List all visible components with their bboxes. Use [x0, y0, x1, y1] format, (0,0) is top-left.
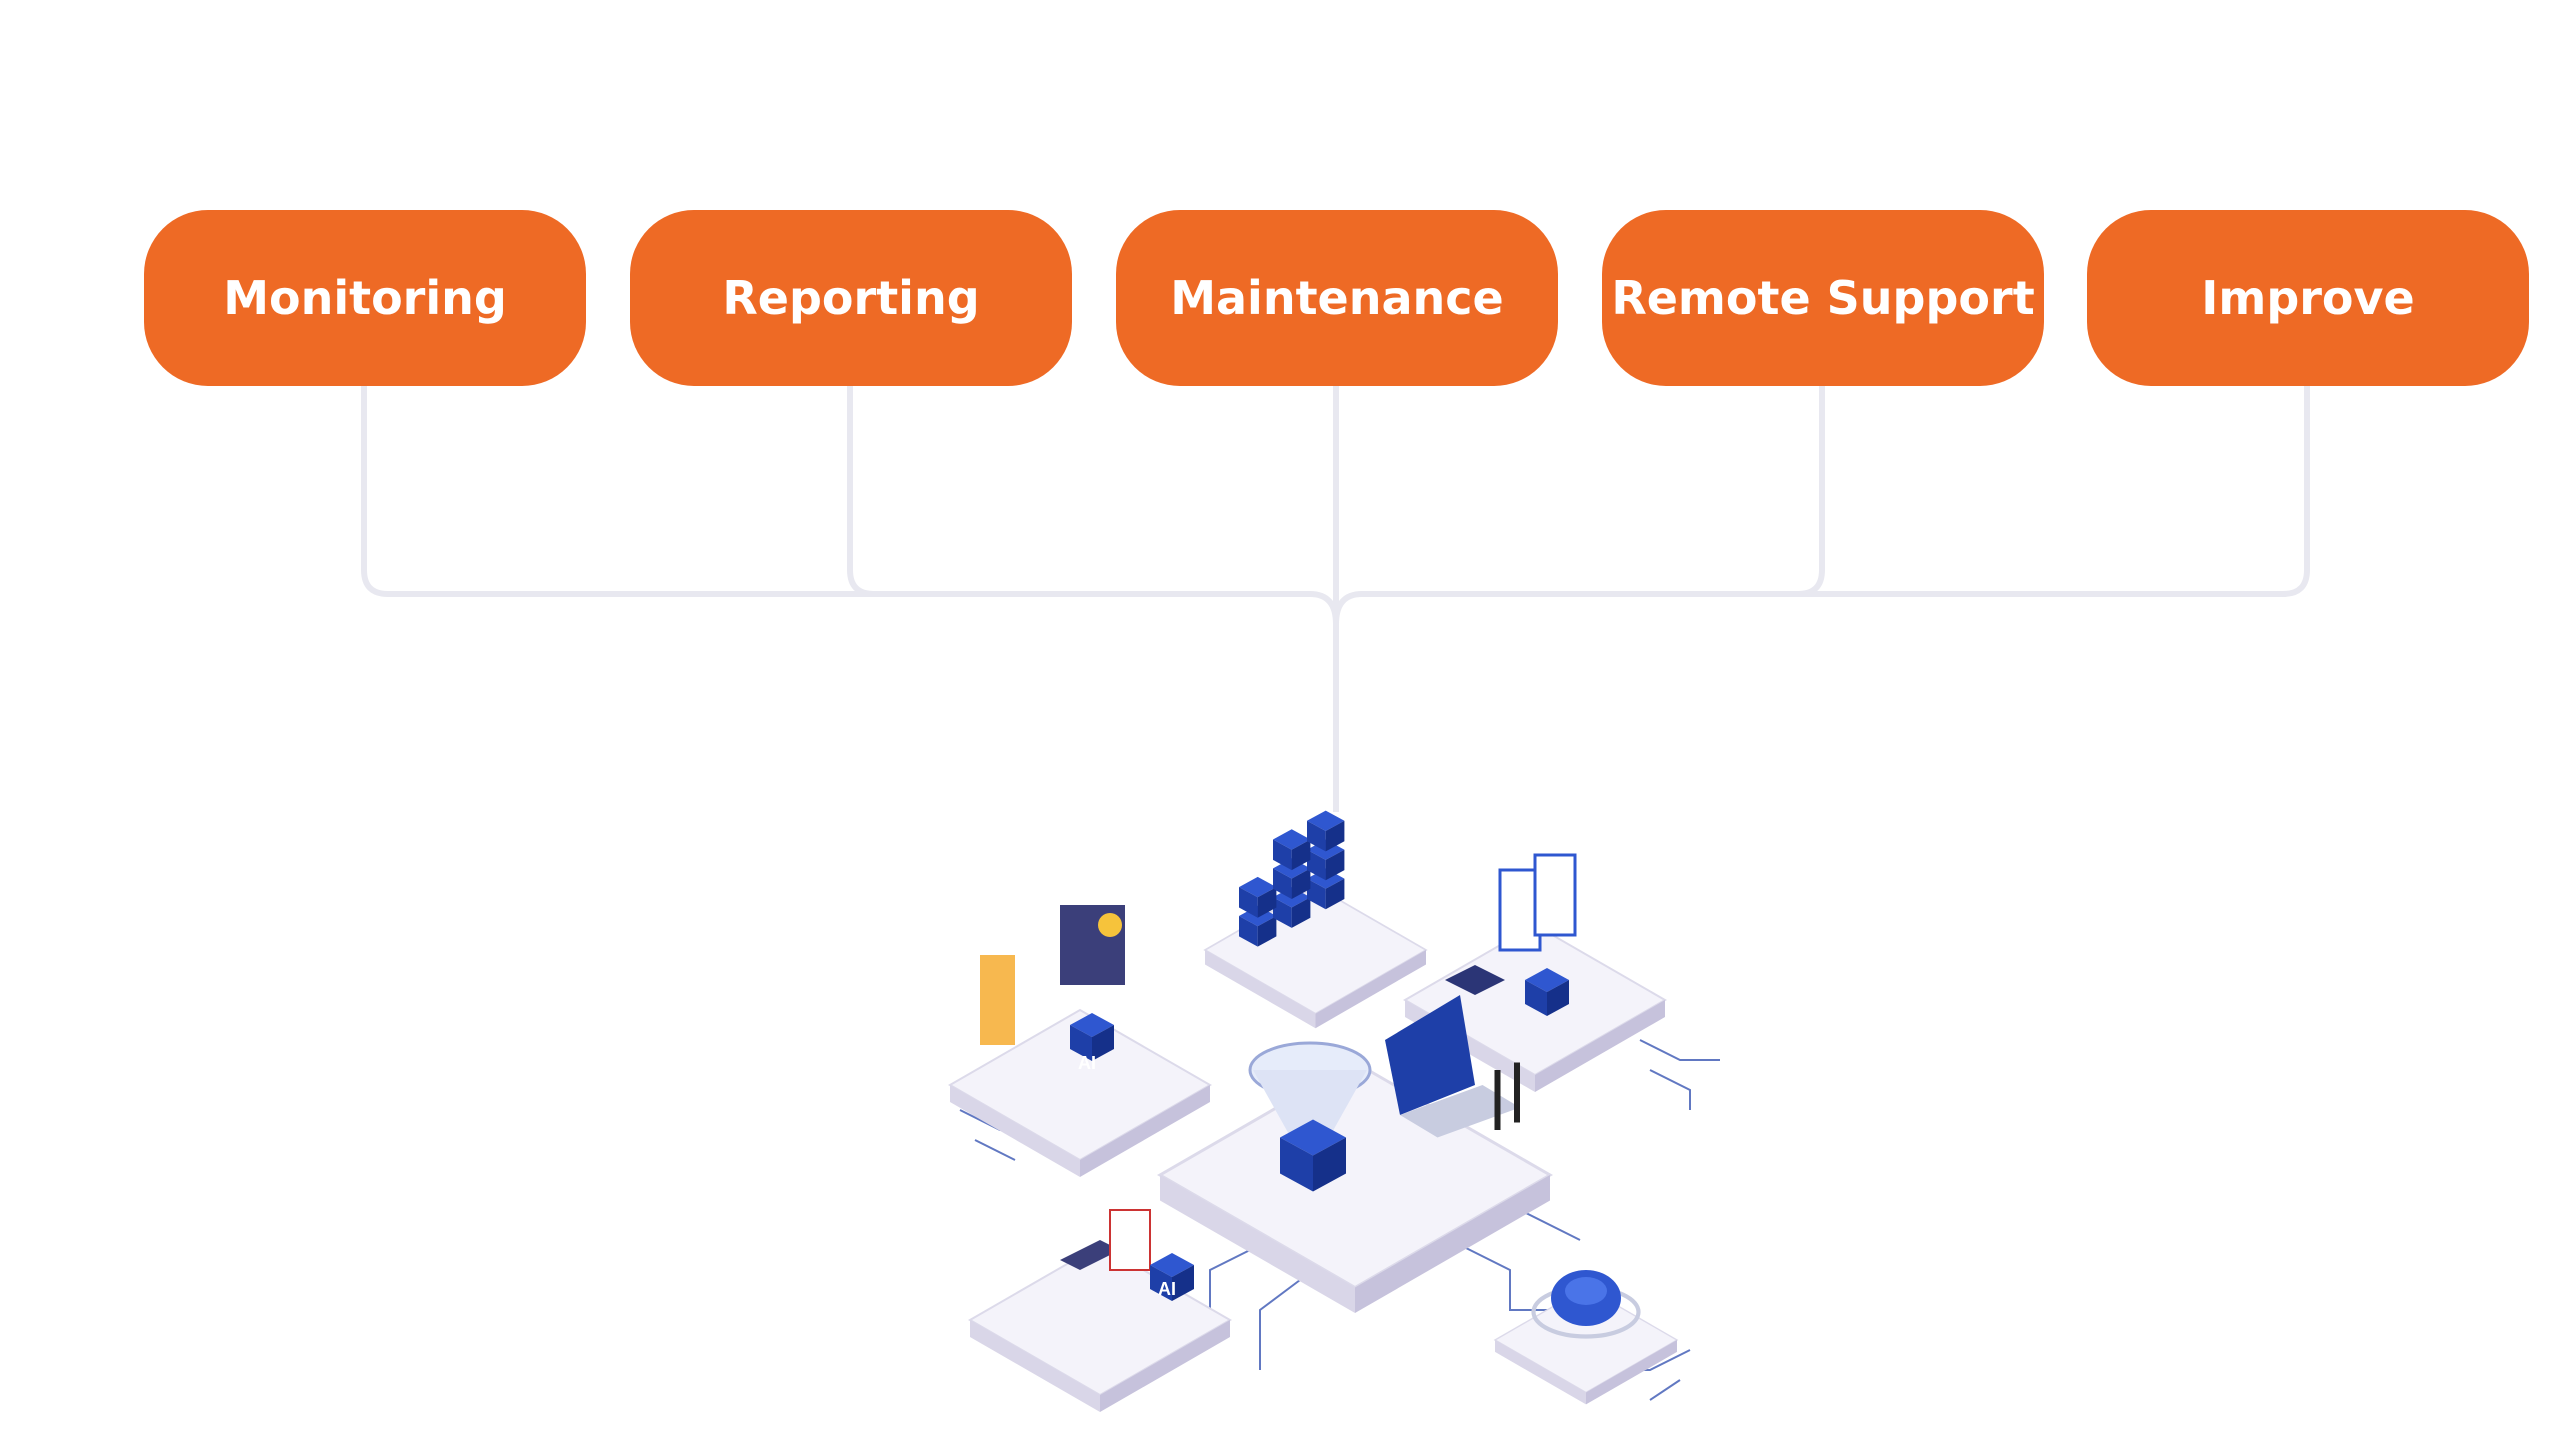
step-remote-support[interactable]: Remote Support: [1602, 210, 2044, 386]
step-label: Monitoring: [223, 271, 507, 325]
step-reporting[interactable]: Reporting: [630, 210, 1072, 386]
step-label: Improve: [2201, 271, 2415, 325]
connector-reporting: [847, 386, 875, 597]
step-improve[interactable]: Improve: [2087, 210, 2529, 386]
platform-creative: AI: [949, 905, 1211, 1178]
platform-books: AI: [969, 1209, 1231, 1413]
platform-documents: [1404, 853, 1666, 1093]
step-monitoring[interactable]: Monitoring: [144, 210, 586, 386]
ai-cube-label: AI: [1158, 1279, 1176, 1299]
step-label: Remote Support: [1611, 271, 2035, 325]
platform-brain: [1494, 1270, 1678, 1406]
step-label: Reporting: [722, 271, 980, 325]
platform-central: [1158, 995, 1552, 1315]
ai-cube-label: AI: [1078, 1053, 1096, 1073]
connector-monitoring: [361, 386, 1310, 597]
step-label: Maintenance: [1170, 271, 1504, 325]
connector-improve: [1333, 386, 2310, 625]
connector-left-curve: [1309, 591, 1339, 625]
step-maintenance[interactable]: Maintenance: [1116, 210, 1558, 386]
platform-servers: [1204, 810, 1427, 1030]
